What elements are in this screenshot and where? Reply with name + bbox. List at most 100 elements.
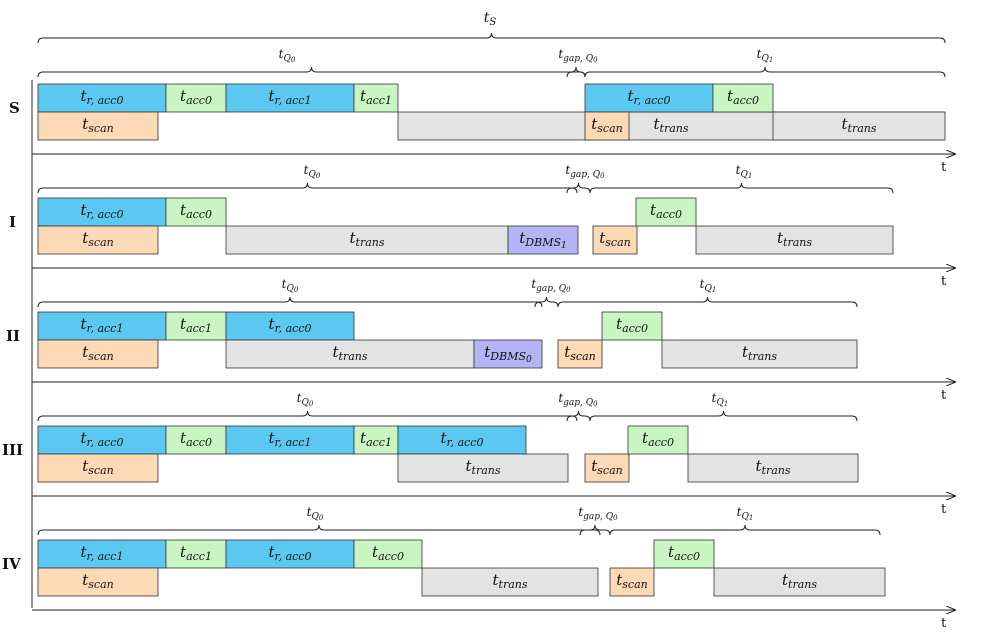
- phase-rect: [584, 453, 630, 483]
- phase-block-scan: tscan: [37, 453, 159, 483]
- phase-block-acc: tacc1: [165, 539, 227, 569]
- query-brace: [584, 66, 946, 78]
- phase-block-dbms: tDBMS1: [507, 225, 579, 255]
- phase-block-acc: tacc0: [635, 197, 697, 227]
- query-brace: [589, 182, 894, 194]
- phase-block-r_acc: tr, acc1: [37, 539, 167, 569]
- phase-label: tacc0: [650, 201, 682, 221]
- query-brace-label: tQ1: [736, 163, 753, 181]
- query-brace-label: tQ0: [282, 277, 299, 295]
- phase-block-acc: tacc0: [165, 197, 227, 227]
- phase-block-acc: tacc1: [353, 83, 399, 113]
- query-brace: [557, 296, 858, 308]
- query-brace-label: tQ0: [307, 505, 324, 523]
- phase-rect: [225, 311, 355, 341]
- phase-rect: [584, 111, 630, 141]
- query-brace-label: tgap, Q0: [565, 163, 605, 181]
- phase-label: tr, acc1: [269, 87, 312, 107]
- phase-block-trans: ttrans: [695, 225, 894, 255]
- phase-rect: [653, 539, 715, 569]
- query-brace-label: tQ1: [737, 505, 754, 523]
- query-brace: [579, 524, 611, 536]
- phase-label: ttrans: [466, 457, 501, 477]
- query-brace: [566, 410, 591, 422]
- phase-label: tr, acc0: [81, 87, 124, 107]
- row-label: II: [6, 327, 20, 345]
- phase-rect: [635, 197, 697, 227]
- phase-block-acc: tacc1: [353, 425, 399, 455]
- phase-label: tacc0: [616, 315, 648, 335]
- phase-label: tacc0: [180, 87, 212, 107]
- phase-rect: [37, 111, 159, 141]
- query-brace-label: tQ0: [297, 391, 314, 409]
- phase-block-acc: tacc0: [712, 83, 774, 113]
- phase-label: tacc1: [360, 87, 392, 107]
- phase-rect: [609, 567, 655, 597]
- row-label: IV: [2, 555, 21, 573]
- phase-label: tacc1: [360, 429, 392, 449]
- phase-block-scan: tscan: [37, 339, 159, 369]
- phase-block-trans: ttrans: [397, 453, 569, 483]
- phase-rect: [772, 111, 946, 141]
- query-brace-label: tQ1: [700, 277, 717, 295]
- phase-block-trans: ttrans: [772, 111, 946, 141]
- phase-rect: [225, 539, 355, 569]
- phase-rect: [687, 453, 859, 483]
- time-axis-label: t: [941, 616, 947, 631]
- phase-block-scan: tscan: [37, 225, 159, 255]
- phase-label: tacc0: [180, 201, 212, 221]
- query-brace-label: tgap, Q0: [558, 391, 598, 409]
- phase-block-acc: tacc0: [601, 311, 663, 341]
- phase-block-trans: ttrans: [225, 225, 509, 255]
- phase-block-acc: tacc0: [627, 425, 689, 455]
- phase-label: tscan: [591, 457, 622, 477]
- query-brace: [37, 524, 601, 536]
- phase-label: tacc0: [668, 543, 700, 563]
- phase-label: tacc0: [642, 429, 674, 449]
- phase-rect: [353, 539, 423, 569]
- phase-rect: [557, 339, 603, 369]
- phase-block-scan: tscan: [37, 111, 159, 141]
- query-brace: [37, 182, 578, 194]
- query-brace: [589, 410, 858, 422]
- phase-rect: [353, 425, 399, 455]
- phase-block-r_acc: tr, acc1: [225, 83, 355, 113]
- phase-rect: [353, 83, 399, 113]
- phase-label: tacc0: [180, 429, 212, 449]
- phase-label: tr, acc0: [269, 315, 312, 335]
- phase-block-r_acc: tr, acc1: [37, 311, 167, 341]
- phase-label: tr, acc0: [628, 87, 671, 107]
- phase-block-acc: tacc0: [165, 83, 227, 113]
- phase-rect: [712, 83, 774, 113]
- phase-label: tr, acc0: [441, 429, 484, 449]
- phase-block-scan: tscan: [609, 567, 655, 597]
- row-label: S: [9, 99, 20, 117]
- phase-block-r_acc: tr, acc0: [37, 425, 167, 455]
- total-brace-label: tS: [484, 10, 497, 28]
- phase-rect: [37, 225, 159, 255]
- phase-label: tr, acc1: [81, 543, 124, 563]
- phase-label: tacc0: [727, 87, 759, 107]
- phase-label: ttrans: [782, 571, 817, 591]
- phase-label: tscan: [599, 229, 630, 249]
- phase-rect: [661, 339, 858, 369]
- phase-rect: [627, 425, 689, 455]
- phase-rect: [165, 197, 227, 227]
- query-brace-label: tgap, Q0: [531, 277, 571, 295]
- phase-block-r_acc: tr, acc0: [397, 425, 527, 455]
- phase-label: tscan: [82, 115, 113, 135]
- phase-label: ttrans: [756, 457, 791, 477]
- query-brace-label: tgap, Q0: [558, 47, 598, 65]
- phase-rect: [397, 425, 527, 455]
- query-brace-label: tgap, Q0: [578, 505, 618, 523]
- time-axis-label: t: [941, 274, 947, 289]
- query-brace: [534, 296, 559, 308]
- query-brace: [566, 182, 591, 194]
- phase-label: tscan: [82, 343, 113, 363]
- phase-block-r_acc: tr, acc0: [37, 83, 167, 113]
- phase-rect: [507, 225, 579, 255]
- phase-label: ttrans: [742, 343, 777, 363]
